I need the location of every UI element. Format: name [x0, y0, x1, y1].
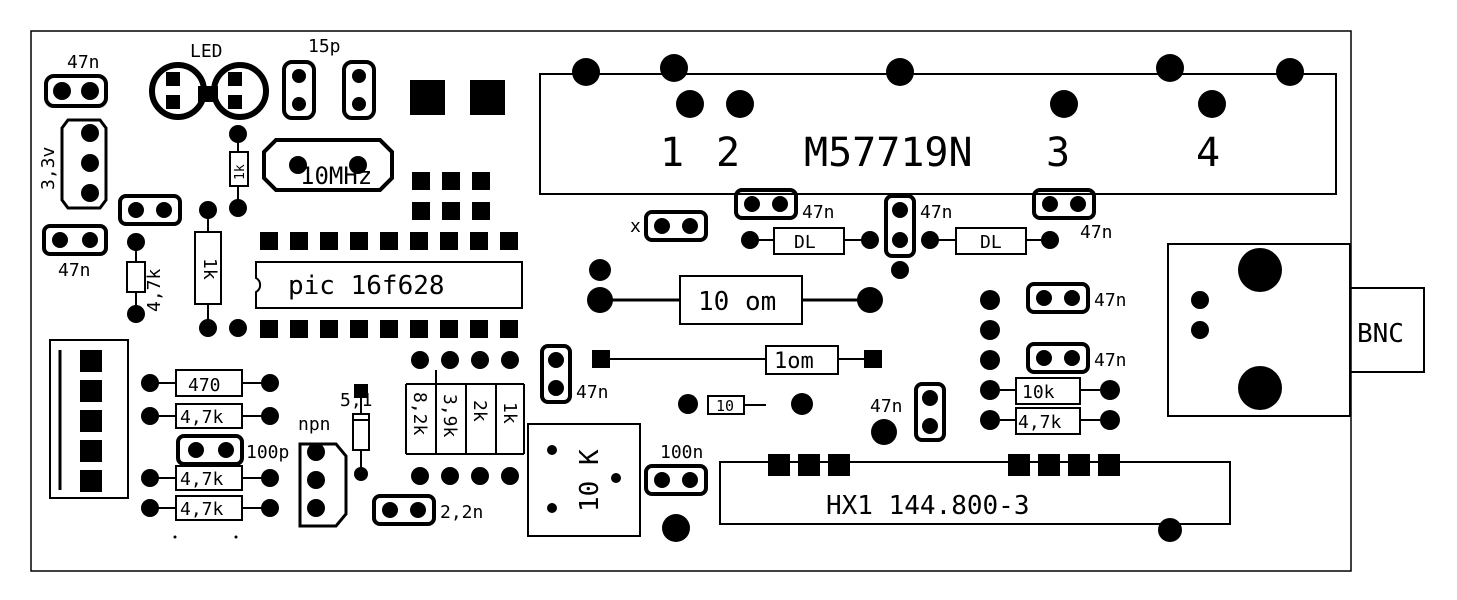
label-1k: 1k [499, 402, 520, 424]
label-dl: DL [794, 232, 816, 253]
label-npn: npn [298, 414, 331, 435]
zener-diode: 5,1 [340, 384, 373, 481]
transistor-npn: npn [298, 414, 348, 528]
label-4k7: 4,7k [180, 499, 224, 520]
m57719n-module: 1 2 M57719N 3 4 [539, 54, 1337, 195]
label-1k: 1k [233, 164, 248, 180]
led: LED [149, 41, 269, 120]
resistor-4k7: 4,7k [141, 465, 279, 491]
crystal-10mhz: 10MHz [262, 138, 394, 192]
pin-3-label: 3 [1046, 130, 1070, 176]
label-47n: 47n [1094, 290, 1127, 311]
pin-2-label: 2 [716, 130, 740, 176]
capacitor-2n2: 2,2n [372, 494, 483, 526]
capacitor-x: x [630, 210, 708, 242]
capacitor-15p: 15p [282, 36, 376, 120]
hx1-module: HX1 144.800-3 [719, 454, 1231, 542]
label-47n: 47n [802, 202, 835, 223]
resistor-4k7-vertical: 4,7k [126, 233, 165, 323]
capacitor-47n-vertical: 47n [884, 194, 953, 279]
label-4k7: 4,7k [144, 268, 165, 312]
resistor-1k: 1k [194, 201, 247, 337]
label-15p: 15p [308, 36, 341, 57]
resistor-1k-small: 1k [229, 125, 249, 217]
capacitor-47n: 47n [1032, 188, 1113, 243]
capacitor-47n: 47n [1026, 342, 1127, 374]
capacitor-47n: 47n [42, 224, 108, 281]
label-dl: DL [980, 232, 1002, 253]
label-hx1: HX1 144.800-3 [826, 491, 1030, 521]
resistor-4k7: 4,7k [141, 495, 279, 539]
chip-label: M57719N [804, 130, 973, 176]
label-100n: 100n [660, 442, 703, 463]
pin-1-label: 1 [660, 130, 684, 176]
pin-4-label: 4 [1196, 130, 1220, 176]
capacitor-100n: 100n [644, 442, 708, 542]
capacitor-47n-vertical: 47n [870, 382, 946, 445]
label-10mhz: 10MHz [300, 162, 372, 190]
resistor-bank: 8,2k 3,9k 2k 1k [405, 351, 525, 485]
bnc-connector: BNC [1167, 243, 1425, 417]
capacitor-47n [118, 194, 182, 226]
resistor-4k7: 4,7k [980, 407, 1120, 435]
label-led: LED [190, 41, 223, 62]
label-47n: 47n [870, 396, 903, 417]
label-1k: 1k [199, 258, 220, 280]
pad-grid [412, 172, 490, 220]
potentiometer-10k: 10 K [527, 423, 641, 537]
label-3k9: 3,9k [439, 394, 460, 438]
label-47n: 47n [576, 382, 609, 403]
label-100p: 100p [246, 442, 289, 463]
capacitor-47n: 47n [1026, 282, 1127, 314]
label-2n2: 2,2n [440, 502, 483, 523]
pad-column [980, 290, 1000, 370]
resistor-10k: 10k [980, 377, 1120, 405]
label-47n: 47n [920, 202, 953, 223]
pic-chip: pic 16f628 [255, 232, 523, 338]
label-10: 10 [716, 397, 734, 415]
label-47n: 47n [1094, 350, 1127, 371]
label-47n: 47n [67, 52, 100, 73]
label-4k7: 4,7k [1018, 412, 1062, 433]
label-47n: 47n [1080, 222, 1113, 243]
label-10k-pot: 10 K [575, 449, 605, 512]
resistor-470: 470 [141, 369, 279, 397]
inductor-dl-2: DL [921, 227, 1059, 255]
capacitor-47n-vertical: 47n [540, 344, 609, 404]
label-3v3: 3,3v [38, 147, 59, 190]
capacitor-47n-top-left: 47n [44, 52, 108, 108]
resistor-10: 10 [678, 393, 813, 415]
header-connector [49, 339, 129, 499]
label-pic: pic 16f628 [288, 271, 445, 301]
pad-square [470, 80, 505, 115]
resistor-10om: 10 om [587, 259, 883, 325]
label-47n: 47n [58, 260, 91, 281]
label-4k7: 4,7k [180, 469, 224, 490]
pad-square [410, 80, 445, 115]
resistor-4k7: 4,7k [141, 403, 279, 429]
label-1om: 1om [774, 349, 814, 374]
label-470: 470 [188, 375, 221, 396]
label-4k7: 4,7k [180, 407, 224, 428]
inductor-dl-1: DL [741, 227, 879, 255]
label-5v1: 5,1 [340, 390, 373, 411]
label-bnc: BNC [1357, 319, 1404, 349]
resistor-1om: 1om [592, 345, 882, 375]
label-10k: 10k [1022, 382, 1055, 403]
label-10om: 10 om [698, 287, 776, 317]
label-8k2: 8,2k [409, 392, 430, 436]
label-x: x [630, 216, 641, 237]
capacitor-100p: 100p [176, 434, 289, 466]
label-2k: 2k [469, 400, 490, 422]
capacitor-47n: 47n [734, 188, 835, 223]
regulator-3v3: 3,3v [38, 118, 108, 210]
